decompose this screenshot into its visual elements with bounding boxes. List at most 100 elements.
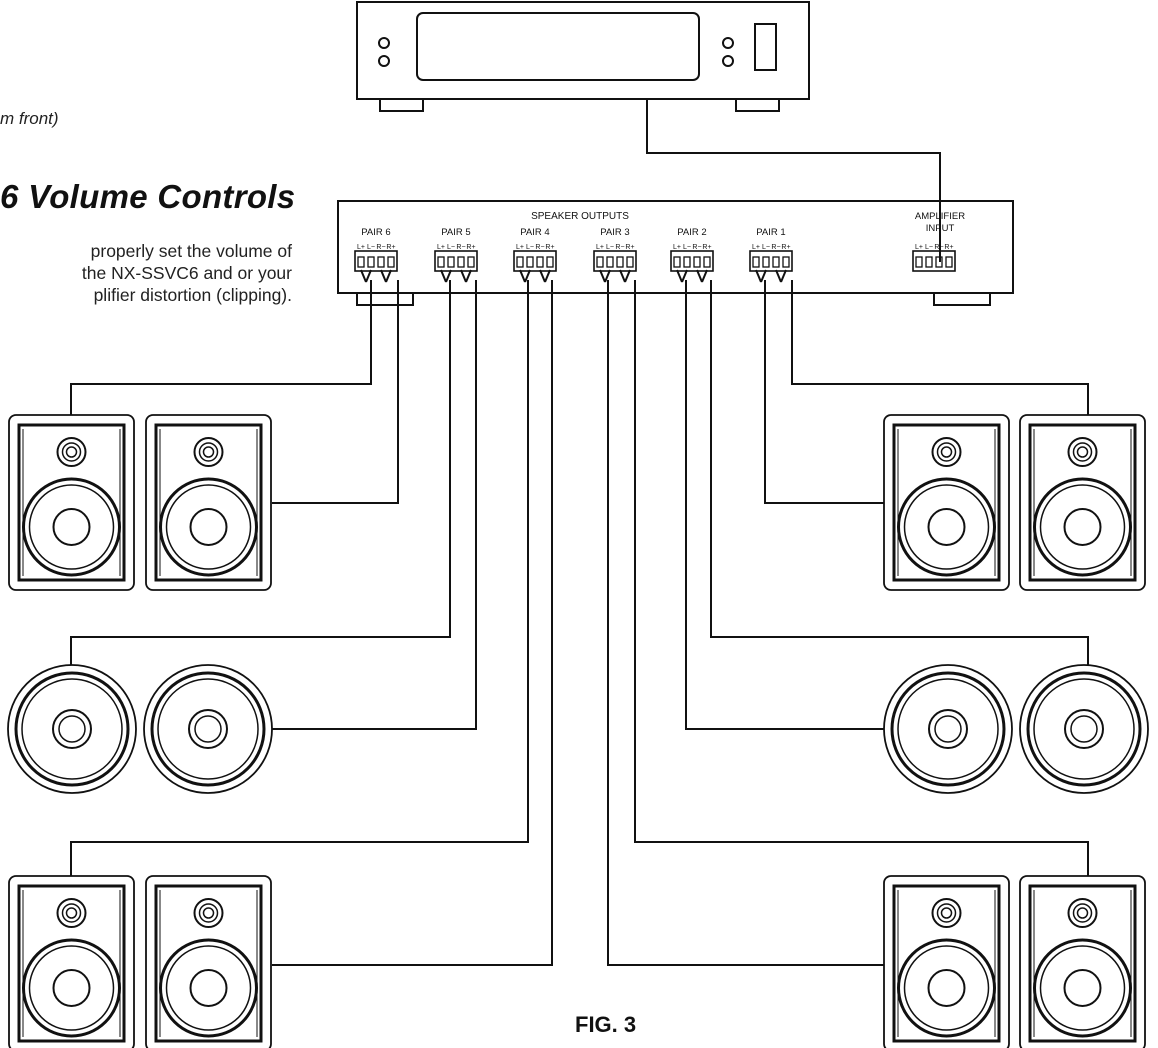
speaker-wire bbox=[70, 280, 451, 672]
pair-label: PAIR 2 bbox=[677, 227, 706, 238]
speaker-wire bbox=[460, 269, 467, 283]
speaker-wire bbox=[445, 269, 452, 283]
front-caption-text: m front) bbox=[0, 109, 59, 128]
terminal-label: R+ bbox=[466, 244, 475, 251]
wall-speaker bbox=[145, 875, 272, 1048]
terminal-blocks: L+L−R−R+L+L−R−R+L+L−R−R+L+L−R−R+L+L−R−R+… bbox=[354, 244, 956, 272]
amplifier-unit bbox=[356, 1, 810, 112]
terminal-label: L+ bbox=[357, 244, 365, 251]
terminal-label: R+ bbox=[702, 244, 711, 251]
terminal-label: R− bbox=[615, 244, 624, 251]
speaker-wire bbox=[681, 269, 688, 283]
tweeter bbox=[56, 898, 87, 928]
controller-foot bbox=[933, 292, 991, 306]
amplifier-display-slot bbox=[416, 12, 700, 81]
terminal-label: R+ bbox=[944, 244, 953, 251]
terminal-label: L+ bbox=[752, 244, 760, 251]
tweeter bbox=[1067, 898, 1098, 928]
pair-label: PAIR 3 bbox=[600, 227, 629, 238]
pair-label: PAIR 5 bbox=[441, 227, 470, 238]
terminal-label: L+ bbox=[596, 244, 604, 251]
tweeter bbox=[931, 898, 962, 928]
speaker-wire bbox=[360, 269, 367, 283]
wall-speaker bbox=[1019, 875, 1146, 1048]
wall-speaker bbox=[8, 414, 135, 591]
speaker-wire bbox=[685, 280, 884, 730]
terminal-label: L− bbox=[606, 244, 614, 251]
woofer bbox=[22, 477, 121, 577]
terminal-label: L− bbox=[447, 244, 455, 251]
speaker-wire bbox=[760, 269, 767, 283]
speaker-wire bbox=[764, 280, 884, 504]
speaker-wire bbox=[604, 269, 611, 283]
speaker-wire bbox=[385, 269, 392, 283]
woofer bbox=[159, 477, 258, 577]
speaker-wire bbox=[519, 269, 526, 283]
tweeter bbox=[931, 437, 962, 467]
speaker-wire bbox=[599, 269, 606, 283]
amplifier-body bbox=[356, 1, 810, 100]
terminal-label: R+ bbox=[386, 244, 395, 251]
woofer bbox=[1033, 477, 1132, 577]
controller-foot bbox=[356, 292, 414, 306]
speaker-wire bbox=[634, 280, 1089, 876]
terminal-block: L+L−R−R+ bbox=[749, 244, 793, 272]
ceiling-speaker bbox=[1019, 664, 1149, 794]
speaker-wire bbox=[272, 280, 399, 504]
section-heading: 6 Volume Controls bbox=[0, 178, 296, 215]
speaker-wire bbox=[676, 269, 683, 283]
speaker-wire bbox=[791, 280, 1089, 415]
paragraph-line: plifier distortion (clipping). bbox=[93, 285, 292, 305]
terminal-label: L+ bbox=[673, 244, 681, 251]
terminal-label: R− bbox=[771, 244, 780, 251]
instruction-paragraph: properly set the volume of the NX-SSVC6 … bbox=[0, 240, 292, 306]
amplifier-knob bbox=[722, 37, 734, 49]
terminal-block: L+L−R−R+ bbox=[354, 244, 398, 272]
terminal-label: L+ bbox=[516, 244, 524, 251]
terminal-block: L+L−R−R+ bbox=[670, 244, 714, 272]
terminal-block: L+L−R−R+ bbox=[593, 244, 637, 272]
terminal-label: L− bbox=[925, 244, 933, 251]
speaker-wiring bbox=[70, 99, 1089, 966]
amplifier-foot bbox=[735, 98, 780, 112]
amplifier-input-terminal-block: L+L−R−R+ bbox=[912, 244, 956, 272]
wall-speaker bbox=[145, 414, 272, 591]
ceiling-speaker bbox=[143, 664, 273, 794]
tweeter bbox=[1067, 437, 1098, 467]
terminal-block: L+L−R−R+ bbox=[513, 244, 557, 272]
amplifier-knob bbox=[722, 55, 734, 67]
terminal-label: R− bbox=[456, 244, 465, 251]
tweeter bbox=[193, 898, 224, 928]
speaker-wire bbox=[380, 269, 387, 283]
wall-speaker bbox=[883, 414, 1010, 591]
terminal-label: R+ bbox=[625, 244, 634, 251]
terminal-label: R+ bbox=[545, 244, 554, 251]
paragraph-line: properly set the volume of bbox=[90, 241, 292, 261]
terminal-label: L− bbox=[526, 244, 534, 251]
figure-caption: FIG. 3 bbox=[575, 1012, 637, 1037]
speakers bbox=[7, 414, 1149, 1048]
speaker-wire bbox=[440, 269, 447, 283]
speaker-wire bbox=[272, 280, 477, 730]
paragraph-line: the NX-SSVC6 and or your bbox=[81, 263, 292, 283]
speaker-outputs-label: SPEAKER OUTPUTS bbox=[531, 211, 629, 222]
ceiling-speaker bbox=[7, 664, 137, 794]
tweeter bbox=[56, 437, 87, 467]
woofer bbox=[22, 938, 121, 1038]
amplifier-power-switch bbox=[754, 23, 777, 71]
wall-speaker bbox=[883, 875, 1010, 1048]
wall-speaker bbox=[8, 875, 135, 1048]
terminal-block: L+L−R−R+ bbox=[434, 244, 478, 272]
woofer bbox=[897, 938, 996, 1038]
speaker-wire bbox=[607, 280, 884, 966]
amplifier-foot bbox=[379, 98, 424, 112]
terminal-label: R+ bbox=[781, 244, 790, 251]
speaker-wire bbox=[365, 269, 372, 283]
terminal-label: L− bbox=[683, 244, 691, 251]
woofer bbox=[159, 938, 258, 1038]
pair-label: PAIR 6 bbox=[361, 227, 390, 238]
terminal-label: L− bbox=[367, 244, 375, 251]
amplifier-knob bbox=[378, 55, 390, 67]
